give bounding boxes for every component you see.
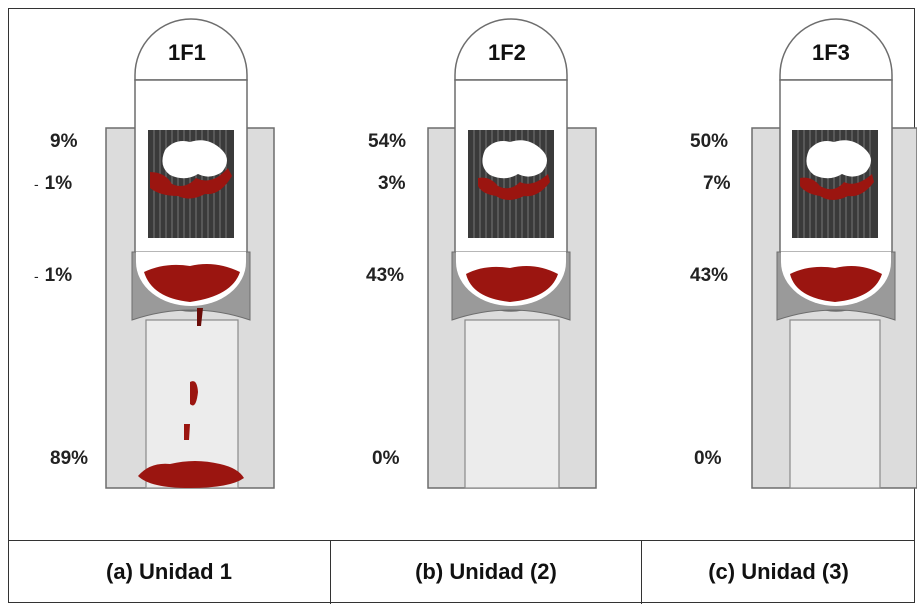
unit-3-core-melt bbox=[800, 174, 874, 200]
unit-1-core-void bbox=[162, 140, 227, 179]
unit-1-drip-1 bbox=[197, 308, 203, 326]
unit-1-drip-3 bbox=[184, 424, 190, 440]
unit-2-label-lower-head: 43% bbox=[366, 265, 405, 286]
unit-3-lower-head-debris bbox=[790, 266, 882, 302]
unit-3-label-upper-core: 50% bbox=[690, 131, 729, 152]
unit-2-caption: (b) Unidad (2) bbox=[415, 559, 557, 584]
caption-separator-2 bbox=[641, 540, 642, 604]
unit-2-core-void bbox=[482, 140, 547, 179]
unit-3-vessel-head bbox=[779, 18, 893, 81]
unit-2-reactor bbox=[427, 18, 597, 489]
unit-1-reactor bbox=[105, 18, 275, 489]
caption-divider bbox=[8, 540, 915, 541]
unit-1-label-core-melt: -1% bbox=[34, 173, 73, 194]
unit-1-core-melt bbox=[150, 168, 232, 199]
unit-1-title: 1F1 bbox=[168, 40, 206, 65]
unit-1-lower-head-debris bbox=[144, 264, 240, 302]
unit-1-vessel-head bbox=[134, 18, 248, 81]
unit-1-label-pedestal: 89% bbox=[50, 448, 89, 469]
unit-1-caption: (a) Unidad 1 bbox=[106, 559, 232, 584]
unit-2-label-core-melt: 3% bbox=[378, 173, 406, 194]
unit-1-label-upper-core: 9% bbox=[50, 131, 78, 152]
unit-3-title: 1F3 bbox=[812, 40, 850, 65]
unit-2-vessel-head bbox=[454, 18, 568, 81]
unit-3-reactor bbox=[751, 18, 917, 489]
unit-3-label-lower-head: 43% bbox=[690, 265, 729, 286]
caption-separator-1 bbox=[330, 540, 331, 604]
unit-1-label-lower-head: -1% bbox=[34, 265, 73, 286]
unit-2-cavity bbox=[464, 319, 560, 489]
unit-1-cavity-debris bbox=[138, 461, 244, 488]
unit-1-drip-2 bbox=[190, 381, 198, 406]
unit-3-core-void bbox=[806, 140, 871, 179]
unit-2-label-upper-core: 54% bbox=[368, 131, 407, 152]
unit-2-title: 1F2 bbox=[488, 40, 526, 65]
unit-3-label-pedestal: 0% bbox=[694, 448, 722, 469]
unit-2-label-pedestal: 0% bbox=[372, 448, 400, 469]
unit-3-cavity bbox=[789, 319, 881, 489]
unit-3-label-core-melt: 7% bbox=[703, 173, 731, 194]
unit-2-lower-head-debris bbox=[466, 266, 558, 302]
unit-2-core-melt bbox=[478, 174, 550, 200]
unit-3-caption: (c) Unidad (3) bbox=[708, 559, 849, 584]
